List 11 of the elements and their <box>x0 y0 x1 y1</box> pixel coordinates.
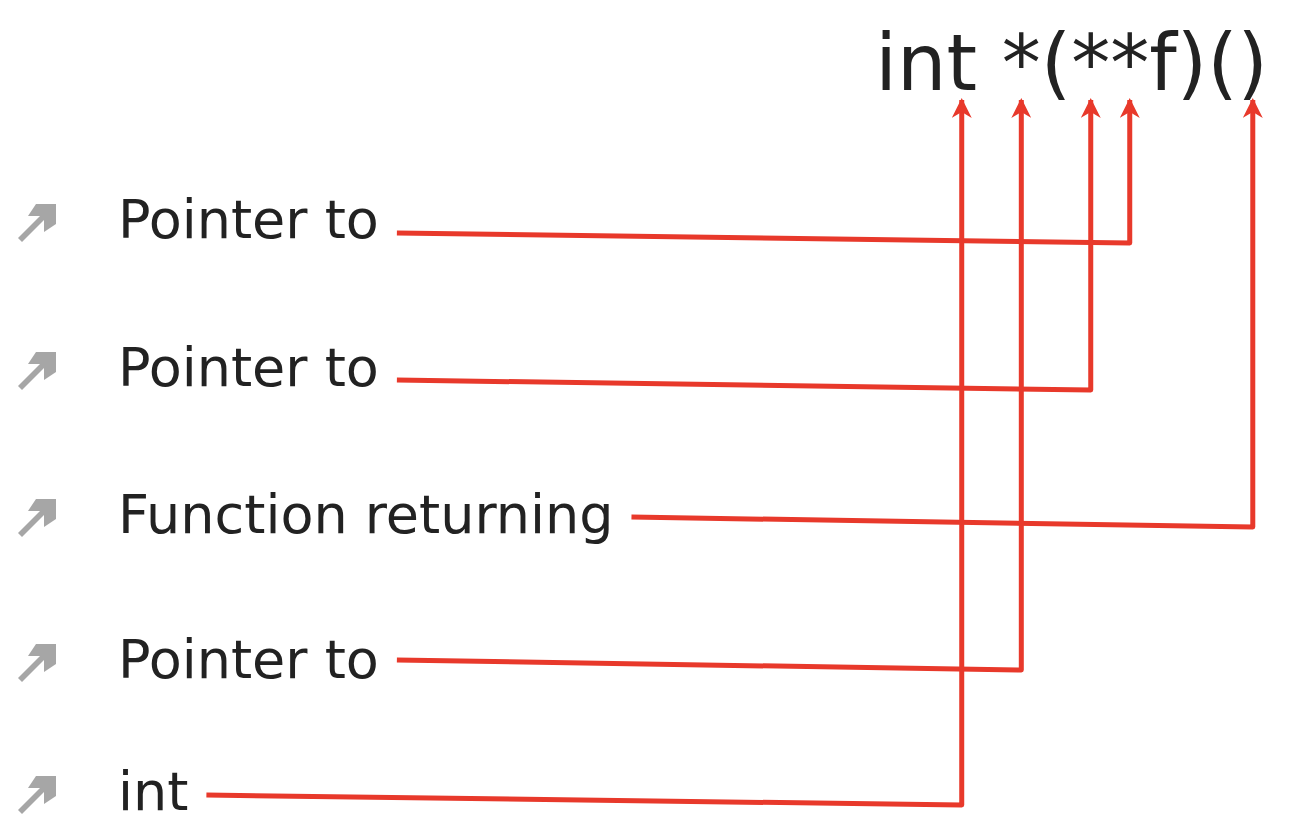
label-text: Pointer to <box>118 628 379 692</box>
label-text: Function returning <box>118 483 614 547</box>
leader-line <box>396 98 1032 673</box>
label-text: Pointer to <box>118 336 379 400</box>
code-declaration: int *(**f)() <box>875 18 1268 108</box>
leader-line <box>396 98 1140 246</box>
leader-line <box>631 98 1263 530</box>
leader-line <box>206 98 972 808</box>
label-text: int <box>118 760 189 824</box>
leader-line <box>396 98 1101 393</box>
label-text: Pointer to <box>118 188 379 252</box>
